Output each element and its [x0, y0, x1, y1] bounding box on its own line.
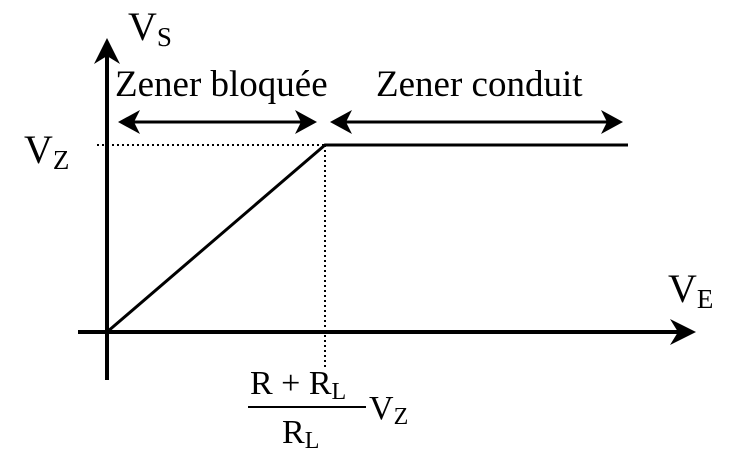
characteristic-curve — [106, 143, 628, 334]
y-axis-label: VS — [128, 4, 172, 52]
blocked-region-label: Zener bloquée — [115, 64, 328, 105]
formula-factor: VZ — [369, 390, 408, 430]
x-axis-arrow-icon — [670, 319, 696, 345]
vz-label: VZ — [24, 127, 69, 175]
conducting-region-label: Zener conduit — [376, 64, 583, 105]
formula-numerator: R + RL — [250, 365, 346, 405]
conducting-region-arrow — [330, 110, 623, 134]
y-axis-arrow-icon — [94, 38, 120, 64]
blocked-region-arrow — [118, 110, 317, 134]
x-axis-label: VE — [668, 266, 713, 314]
formula-denominator: RL — [282, 414, 319, 454]
